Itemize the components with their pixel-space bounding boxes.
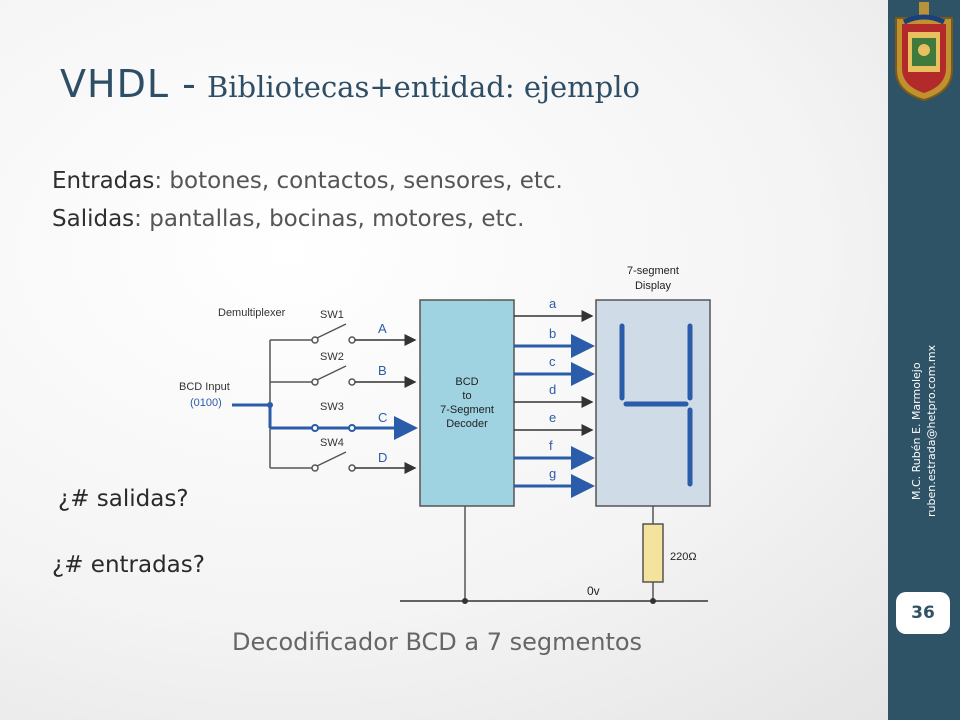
displayed-digit-4 xyxy=(619,323,693,487)
ground-label: 0v xyxy=(587,584,600,598)
output-label: f xyxy=(549,438,553,453)
outputs-line: Salidas: pantallas, bocinas, motores, et… xyxy=(52,206,524,232)
question-outputs: ¿# salidas? xyxy=(58,486,189,512)
decoder-label-1: BCD xyxy=(455,376,478,388)
output-c: c xyxy=(514,354,595,386)
output-a: a xyxy=(514,296,594,322)
title-main: VHDL - xyxy=(60,62,197,106)
input-letter: C xyxy=(378,410,387,425)
switch-sw2: SW2 B xyxy=(270,351,417,388)
output-f: f xyxy=(514,438,595,470)
demux-label: Demultiplexer xyxy=(218,307,286,319)
title-subtitle: Bibliotecas+entidad: ejemplo xyxy=(206,70,640,104)
author-credits: M.C. Rubén E. Marmolejo ruben.estrada@he… xyxy=(906,326,942,536)
display-title-2: Display xyxy=(635,280,672,292)
input-letter: D xyxy=(378,450,387,465)
slide-title: VHDL - Bibliotecas+entidad: ejemplo xyxy=(60,62,640,106)
output-e: e xyxy=(514,410,594,436)
output-label: d xyxy=(549,382,556,397)
bcd-input-label: BCD Input xyxy=(179,381,230,393)
resistor-label: 220Ω xyxy=(670,551,697,563)
output-label: c xyxy=(549,354,556,369)
question-inputs: ¿# entradas? xyxy=(52,552,205,578)
output-g: g xyxy=(514,466,595,498)
input-letter: B xyxy=(378,363,387,378)
inputs-line: Entradas: botones, contactos, sensores, … xyxy=(52,168,563,194)
switch-sw1: SW1 A xyxy=(270,309,417,346)
outputs-label: Salidas xyxy=(52,206,135,232)
switch-label: SW1 xyxy=(320,309,344,321)
decoder-label-2: to xyxy=(462,390,471,402)
inputs-text: : botones, contactos, sensores, etc. xyxy=(154,168,563,194)
resistor xyxy=(642,523,664,583)
decoder-block xyxy=(419,299,515,507)
output-label: b xyxy=(549,326,556,341)
output-b: b xyxy=(514,326,595,358)
output-label: a xyxy=(549,296,557,311)
switch-label: SW4 xyxy=(320,437,344,449)
page-number: 36 xyxy=(896,592,950,634)
switch-sw3: SW3 C xyxy=(270,401,418,440)
input-letter: A xyxy=(378,321,387,336)
output-label: g xyxy=(549,466,556,481)
author-email: ruben.estrada@hetpro.com.mx xyxy=(925,344,938,518)
caption: Decodificador BCD a 7 segmentos xyxy=(232,628,643,656)
decoder-label-4: Decoder xyxy=(446,418,488,430)
outputs-text: : pantallas, bocinas, motores, etc. xyxy=(134,206,525,232)
display-title-1: 7-segment xyxy=(627,265,679,277)
bcd-decoder-diagram: Demultiplexer BCD Input (0100) SW1 A SW2… xyxy=(179,265,711,604)
output-d: d xyxy=(514,382,594,408)
switch-sw4: SW4 D xyxy=(270,437,417,474)
switch-label: SW3 xyxy=(320,401,344,413)
author-name: M.C. Rubén E. Marmolejo xyxy=(910,362,923,500)
bcd-input-value: (0100) xyxy=(190,397,222,409)
inputs-label: Entradas xyxy=(52,168,155,194)
output-label: e xyxy=(549,410,556,425)
university-seal xyxy=(895,2,953,102)
decoder-label-3: 7-Segment xyxy=(440,404,494,416)
switch-label: SW2 xyxy=(320,351,344,363)
